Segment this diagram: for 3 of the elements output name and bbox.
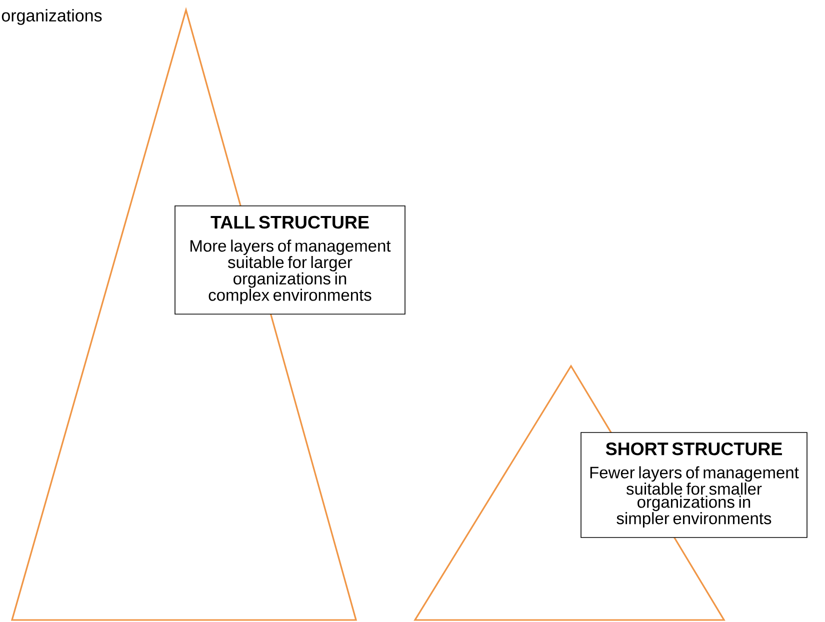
text-box: TALL STRUCTURE More layers of management suitable for larger organizations in complex environments	[174, 205, 406, 315]
label: organizations	[2, 9, 102, 25]
text-box: SHORT STRUCTURE Fewer layers of management suitable for smaller organizations in simpler environments	[580, 432, 808, 538]
